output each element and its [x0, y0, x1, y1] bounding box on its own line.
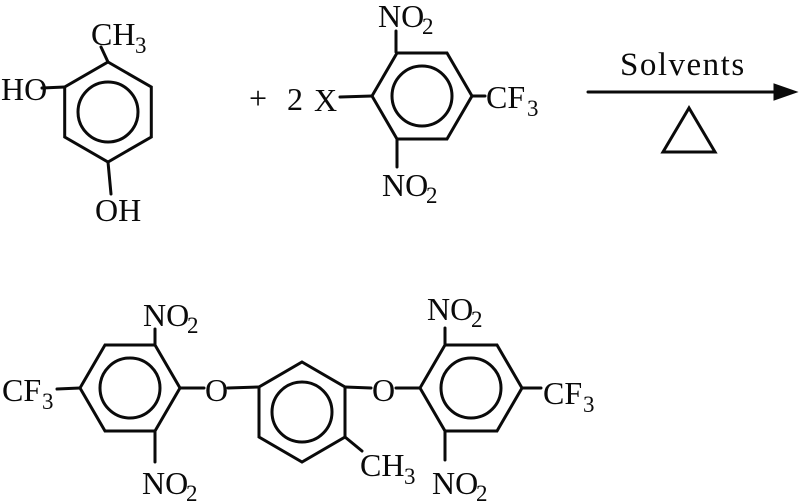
plus-sign: + [249, 80, 267, 116]
stoichiometric-coefficient: 2 [287, 81, 303, 117]
bond-ch3-product [343, 435, 364, 453]
aromatic-circle [76, 80, 140, 144]
product-no2-bottom-right-subscript: 2 [476, 481, 488, 502]
aromatic-circle [98, 356, 162, 420]
product-ether-o-right-label: O [372, 372, 395, 408]
reactant1-ch3-subscript: 3 [135, 33, 147, 58]
bond-x [338, 94, 374, 99]
bond-center-to-o-right [343, 385, 373, 390]
bond-ho [40, 85, 67, 90]
product-ch3-label: CH [360, 447, 404, 483]
reactant1-ch3-label: CH [91, 16, 135, 52]
reactant2-cf3-label: CF [486, 79, 525, 115]
reaction-operators: + 2 X [249, 80, 337, 118]
product-molecule: CF 3 NO 2 NO 2 O CH 3 O NO 2 NO 2 CF 3 [2, 291, 595, 502]
reactant2-cf3-subscript: 3 [527, 96, 539, 121]
product-ch3-subscript: 3 [404, 464, 416, 489]
bond-cf3-left [55, 386, 82, 391]
reactant2-no2-bottom-label: NO [382, 167, 428, 203]
bond-oh [106, 160, 113, 196]
product-cf3-right-label: CF [543, 375, 582, 411]
reactant1-molecule: CH 3 HO OH [1, 16, 153, 228]
reactant2-no2-top-label: NO [378, 0, 424, 34]
bond-ch3 [99, 45, 110, 64]
bond-o-left-to-center [226, 385, 261, 390]
product-ether-o-left-label: O [205, 372, 228, 408]
halide-x-label: X [314, 82, 337, 118]
product-cf3-left-subscript: 3 [42, 389, 54, 414]
product-no2-bottom-left-subscript: 2 [186, 481, 198, 502]
reactant1-ho-label: HO [1, 71, 47, 107]
arrow-condition-label: Solvents [620, 47, 746, 83]
product-no2-top-right-subscript: 2 [471, 307, 483, 332]
aromatic-circle [390, 64, 454, 128]
reactant2-no2-top-subscript: 2 [422, 14, 434, 39]
aromatic-circle [439, 356, 503, 420]
product-no2-top-left-label: NO [143, 297, 189, 333]
arrowhead-icon [773, 83, 799, 101]
product-no2-bottom-right-label: NO [432, 465, 478, 501]
aromatic-circle [270, 380, 334, 444]
reactant2-molecule: NO 2 NO 2 CF 3 [338, 0, 539, 208]
product-cf3-right-subscript: 3 [583, 392, 595, 417]
reactant1-oh-label: OH [95, 192, 141, 228]
product-cf3-left-label: CF [2, 372, 41, 408]
product-no2-top-left-subscript: 2 [187, 313, 199, 338]
reaction-arrow: Solvents [586, 47, 799, 154]
product-no2-top-right-label: NO [427, 291, 473, 327]
product-no2-bottom-left-label: NO [142, 465, 188, 501]
reactant2-no2-bottom-subscript: 2 [426, 183, 438, 208]
heat-triangle-icon [660, 105, 718, 154]
